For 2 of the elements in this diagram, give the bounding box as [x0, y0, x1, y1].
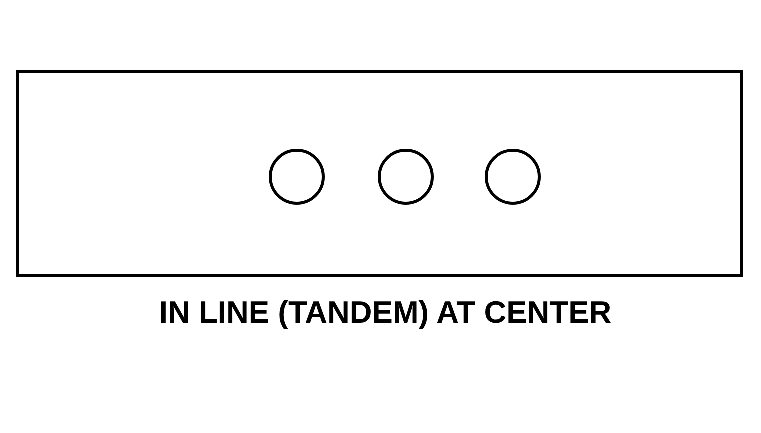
caption: IN LINE (TANDEM) AT CENTER [159, 294, 612, 332]
plate-outline [16, 70, 743, 277]
